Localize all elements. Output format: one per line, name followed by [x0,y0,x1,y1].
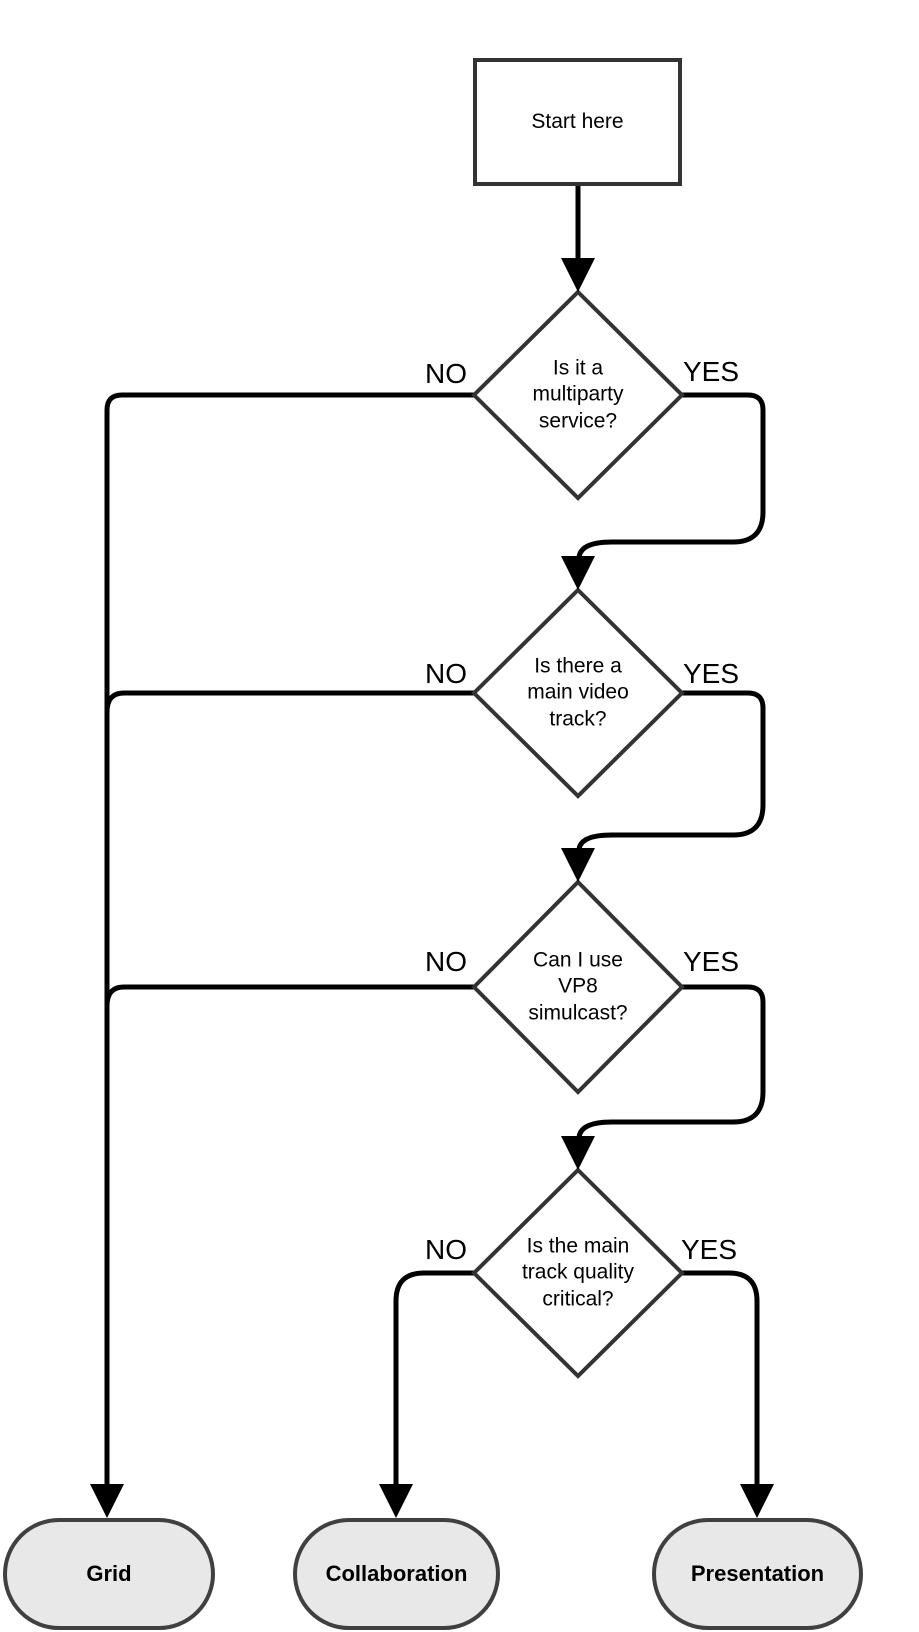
decision-4-no-label: NO [425,1234,467,1265]
decision-1-question: Is it a multiparty service? [532,356,624,433]
decision-2-question: Is there a main video track? [527,654,629,731]
arrowhead-into-q4 [561,1136,595,1170]
arrowhead-into-collaboration [379,1484,413,1518]
arrowhead-into-grid [90,1484,124,1518]
outcome-grid-label: Grid [86,1561,132,1586]
edge-q4-yes [682,1270,760,1486]
outcome-collaboration: Collaboration [293,1518,500,1630]
decision-3-question: Can I use VP8 simulcast? [528,948,628,1025]
edge-q3-no-merge [104,984,474,1007]
arrowhead-into-q3 [561,848,595,882]
arrowhead-into-q2 [561,556,595,590]
outcome-presentation: Presentation [652,1518,863,1630]
outcome-collaboration-label: Collaboration [325,1561,468,1586]
edge-q3-yes [576,984,766,1139]
outcome-grid: Grid [3,1518,215,1630]
edge-q2-no-merge [104,690,474,713]
decision-diamond-1 [471,289,685,501]
edge-q1-yes [576,392,766,559]
arrowhead-into-presentation [740,1484,774,1518]
arrowhead-into-q1 [561,258,595,292]
decision-2-yes-label: YES [682,658,740,689]
decision-diamond-3 [471,879,685,1095]
outcome-presentation-label: Presentation [690,1561,825,1586]
decision-1-no-label: NO [425,358,467,389]
decision-diamond-4 [471,1167,685,1379]
edge-q2-yes [576,690,766,851]
decision-diamond-2 [471,587,685,799]
start-node-label: Start here [531,110,624,133]
start-node: Start here [473,58,682,186]
decision-1-yes-label: YES [682,356,740,387]
decision-2-no-label: NO [425,658,467,689]
edge-q4-no [393,1270,474,1486]
decision-4-question: Is the main track quality critical? [521,1234,635,1311]
decision-3-yes-label: YES [682,946,740,977]
decision-3-no-label: NO [425,946,467,977]
edge-q1-no-trunk [104,392,474,1486]
decision-4-yes-label: YES [680,1234,738,1265]
